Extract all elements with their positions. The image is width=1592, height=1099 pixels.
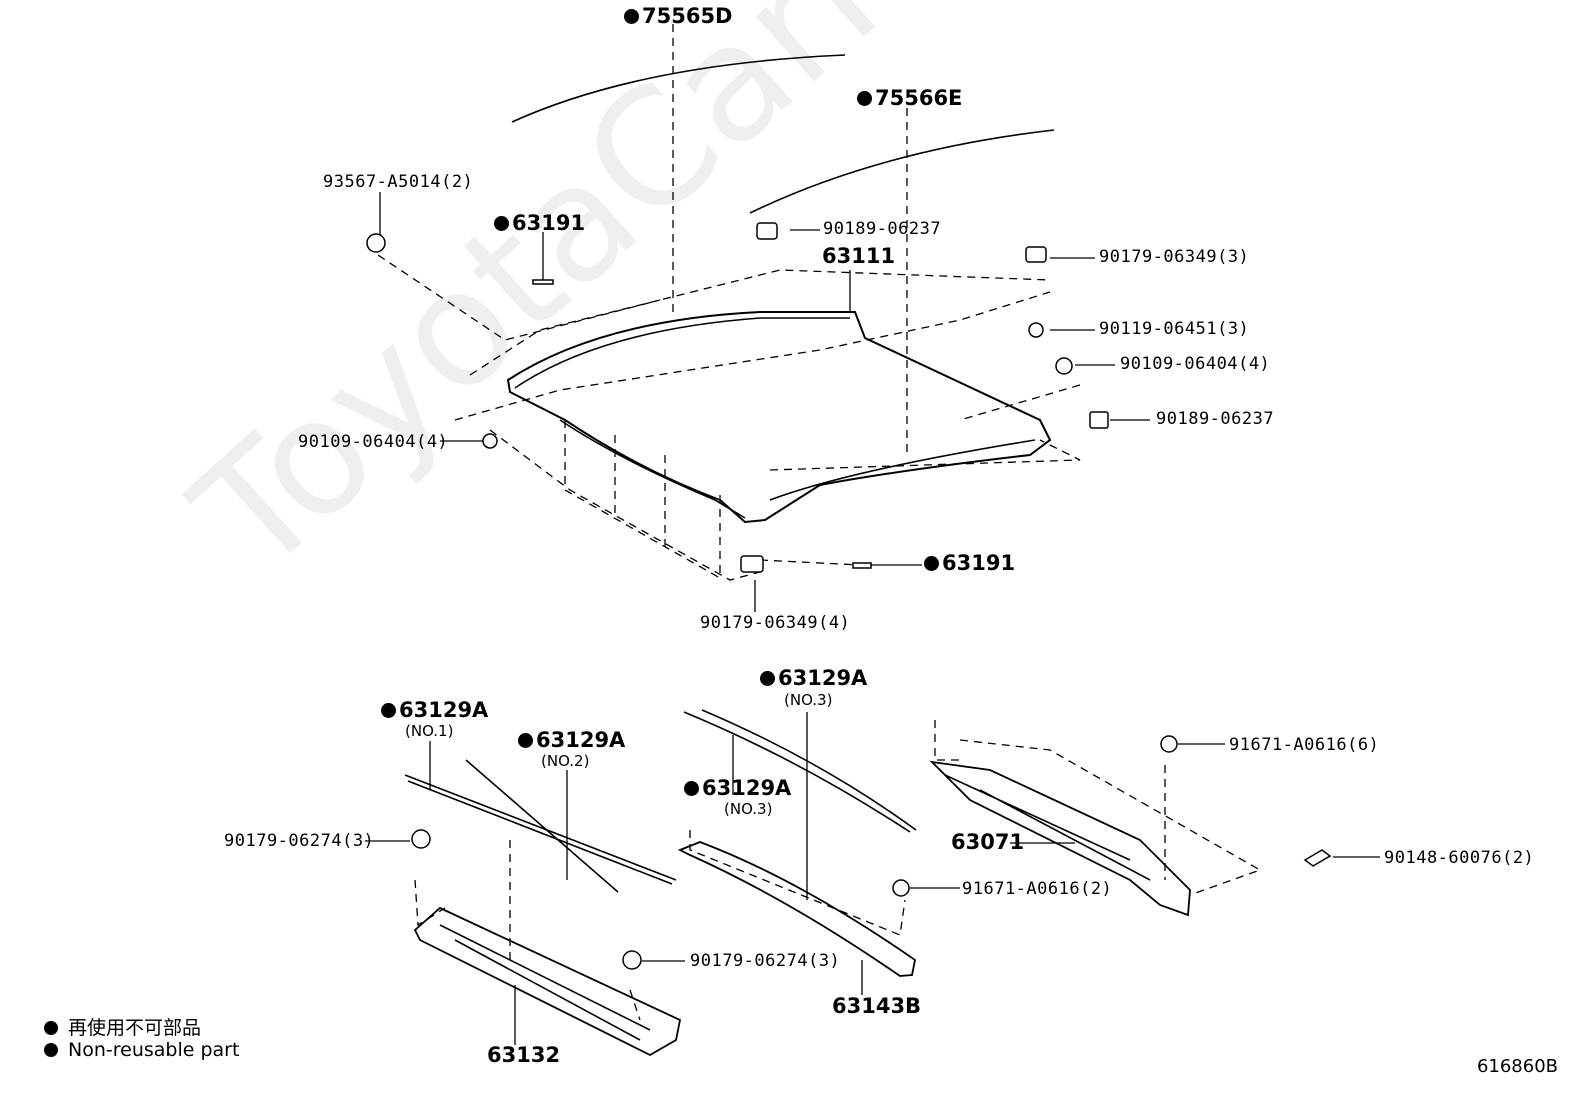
label-63111: 63111: [822, 244, 896, 268]
legend-dot-icon: [44, 1043, 58, 1057]
non-reusable-dot-icon: [760, 671, 775, 686]
legend-jp-text: 再使用不可部品: [68, 1017, 202, 1039]
part-number-63129A-no2: 63129A: [536, 728, 626, 752]
label-91671-6: 91671-A0616(6): [1229, 735, 1380, 755]
part-number-63129A-no3: 63129A: [702, 776, 792, 800]
part-number-75566E: 75566E: [875, 86, 963, 110]
panel-63071: [929, 760, 1191, 917]
legend-en: Non-reusable part: [44, 1039, 239, 1061]
label-90179-06349-4: 90179-06349(4): [700, 613, 851, 633]
sub-no3-top: (NO.3): [784, 691, 833, 709]
label-75566E: 75566E: [857, 88, 962, 109]
part-number-63191-top: 63191: [512, 211, 586, 235]
label-90109-left: 90109-06404(4): [298, 432, 449, 452]
label-90189-right: 90189-06237: [1156, 409, 1275, 429]
legend-en-text: Non-reusable part: [68, 1039, 240, 1061]
sub-no1: (NO.1): [405, 722, 454, 740]
label-63129A-no2: 63129A: [518, 730, 625, 751]
label-91671-2: 91671-A0616(2): [962, 879, 1113, 899]
label-63143B: 63143B: [832, 994, 922, 1018]
legend-dot-icon: [44, 1021, 58, 1035]
non-reusable-dot-icon: [381, 703, 396, 718]
label-63191-top: 63191: [494, 213, 585, 234]
label-90119: 90119-06451(3): [1099, 319, 1250, 339]
label-63129A-top: 63129A: [760, 668, 867, 689]
label-63129A-no3: 63129A: [684, 778, 791, 799]
molding-63129A-no2: [465, 759, 619, 893]
label-90109-right: 90109-06404(4): [1120, 354, 1271, 374]
label-63071: 63071: [951, 830, 1025, 854]
part-number-63129A-top: 63129A: [778, 666, 868, 690]
part-number-63129A-no1: 63129A: [399, 698, 489, 722]
non-reusable-dot-icon: [624, 9, 639, 24]
label-90179-06274-right: 90179-06274(3): [690, 951, 841, 971]
label-75565D: 75565D: [624, 6, 733, 27]
panel-63143B: [677, 841, 916, 977]
label-90189-top: 90189-06237: [823, 219, 942, 239]
label-90179-06349-3: 90179-06349(3): [1099, 247, 1250, 267]
roof-panel: [506, 311, 1052, 524]
part-number-63191-bottom: 63191: [942, 551, 1016, 575]
legend-jp: 再使用不可部品: [44, 1013, 201, 1040]
non-reusable-dot-icon: [924, 556, 939, 571]
label-63191-bottom: 63191: [924, 553, 1015, 574]
label-90179-06274-left: 90179-06274(3): [224, 831, 375, 851]
molding-63129A-no3-top: [683, 711, 911, 833]
non-reusable-dot-icon: [857, 91, 872, 106]
label-90148: 90148-60076(2): [1384, 848, 1535, 868]
molding-63129A-no1: [404, 774, 677, 881]
non-reusable-dot-icon: [684, 781, 699, 796]
molding-75565D: [511, 54, 846, 123]
panel-63132: [413, 906, 682, 1057]
label-63129A-no1: 63129A: [381, 700, 488, 721]
label-63132: 63132: [487, 1043, 561, 1067]
part-number-75565D: 75565D: [642, 4, 733, 28]
diagram-code: 616860B: [1476, 1056, 1558, 1077]
non-reusable-dot-icon: [518, 733, 533, 748]
sub-no3-mid: (NO.3): [724, 800, 773, 818]
label-93567: 93567-A5014(2): [323, 172, 474, 192]
sub-no2: (NO.2): [541, 752, 590, 770]
molding-75566E: [749, 129, 1055, 214]
non-reusable-dot-icon: [494, 216, 509, 231]
